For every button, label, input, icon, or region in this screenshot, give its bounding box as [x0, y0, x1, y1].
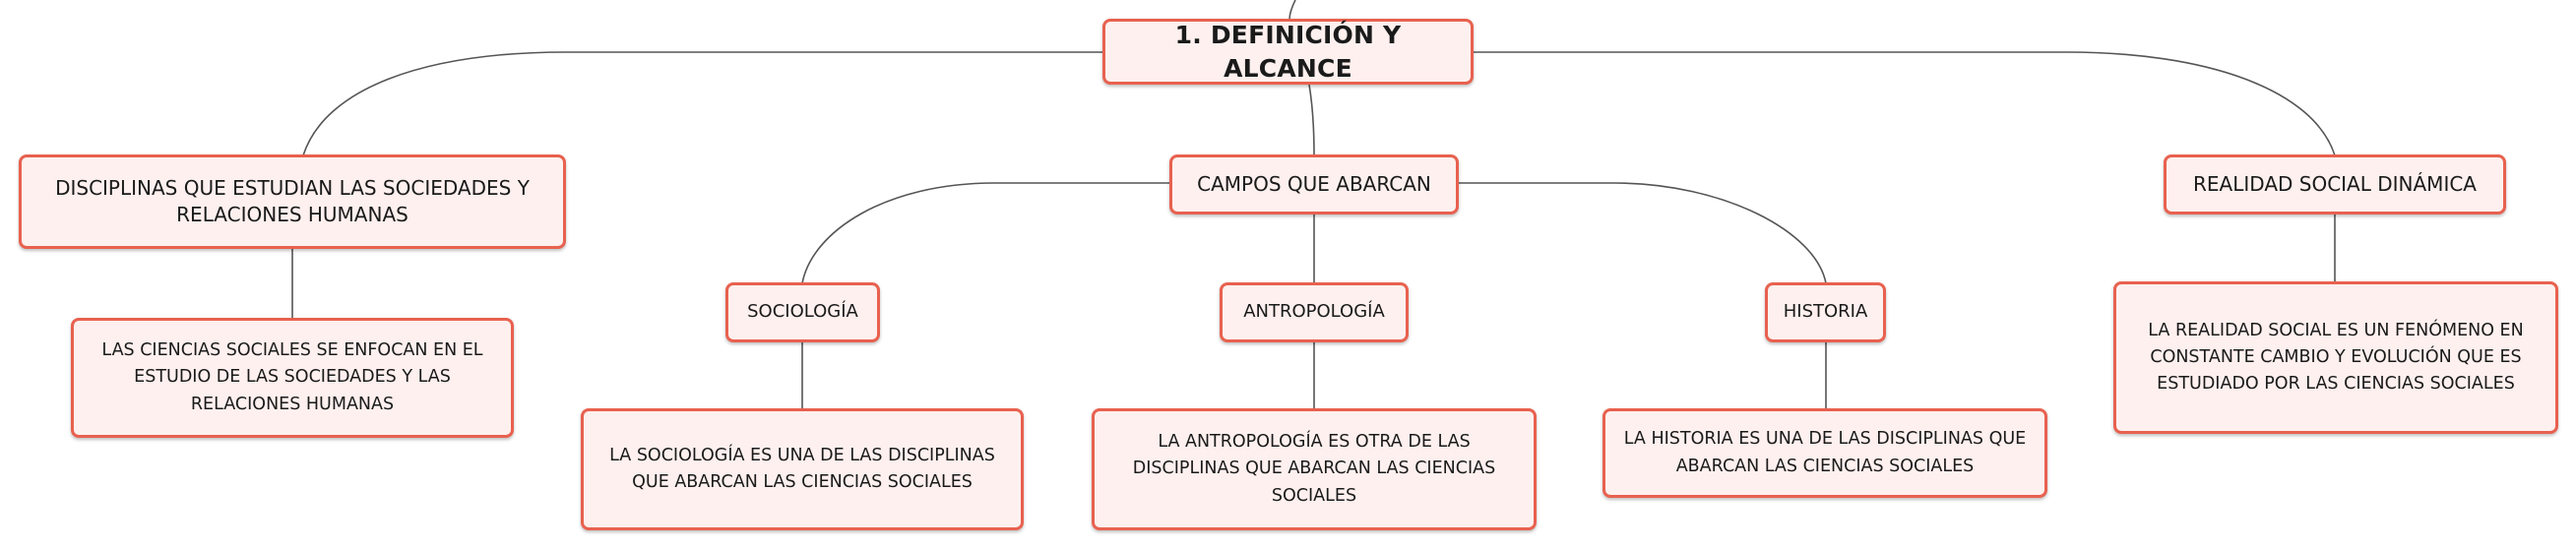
child-node-label: HISTORIA [1783, 301, 1868, 323]
branch-node-campos[interactable]: CAMPOS QUE ABARCAN [1169, 154, 1459, 214]
detail-node-realidad[interactable]: LA REALIDAD SOCIAL ES UN FENÓMENO EN CON… [2113, 281, 2558, 434]
root-node-label: 1. DEFINICIÓN Y ALCANCE [1174, 20, 1402, 83]
connector-root-to-disciplinas [302, 51, 1102, 156]
child-node-label: SOCIOLOGÍA [747, 301, 858, 323]
detail-node-text: LA ANTROPOLOGÍA ES OTRA DE LAS DISCIPLIN… [1132, 432, 1496, 506]
branch-node-label: CAMPOS QUE ABARCAN [1197, 172, 1431, 196]
child-node-antropologia[interactable]: ANTROPOLOGÍA [1220, 282, 1409, 342]
branch-node-label: DISCIPLINAS QUE ESTUDIAN LAS SOCIEDADES … [55, 176, 530, 226]
detail-node-text: LAS CIENCIAS SOCIALES SE ENFOCAN EN EL E… [101, 340, 483, 414]
detail-node-disciplinas[interactable]: LAS CIENCIAS SOCIALES SE ENFOCAN EN EL E… [71, 318, 514, 438]
connector-campos-to-sociologia [801, 182, 1169, 284]
connector-root-to-realidad [1474, 51, 2336, 156]
branch-node-realidad[interactable]: REALIDAD SOCIAL DINÁMICA [2164, 154, 2506, 214]
detail-node-text: LA SOCIOLOGÍA ES UNA DE LAS DISCIPLINAS … [609, 445, 995, 492]
child-node-historia[interactable]: HISTORIA [1765, 282, 1886, 342]
branch-node-disciplinas[interactable]: DISCIPLINAS QUE ESTUDIAN LAS SOCIEDADES … [19, 154, 566, 249]
detail-node-antropologia[interactable]: LA ANTROPOLOGÍA ES OTRA DE LAS DISCIPLIN… [1092, 408, 1537, 530]
detail-node-text: LA HISTORIA ES UNA DE LAS DISCIPLINAS QU… [1623, 429, 2027, 476]
connector-campos-to-historia [1459, 182, 1827, 284]
branch-node-label: REALIDAD SOCIAL DINÁMICA [2193, 172, 2477, 196]
detail-node-sociologia[interactable]: LA SOCIOLOGÍA ES UNA DE LAS DISCIPLINAS … [581, 408, 1024, 530]
child-node-sociologia[interactable]: SOCIOLOGÍA [725, 282, 880, 342]
child-node-label: ANTROPOLOGÍA [1243, 301, 1385, 323]
root-node[interactable]: 1. DEFINICIÓN Y ALCANCE [1102, 19, 1474, 85]
connector-root-to-campos [1308, 84, 1315, 156]
detail-node-text: LA REALIDAD SOCIAL ES UN FENÓMENO EN CON… [2148, 320, 2524, 395]
detail-node-historia[interactable]: LA HISTORIA ES UNA DE LAS DISCIPLINAS QU… [1602, 408, 2047, 498]
connector-root-parent [1288, 0, 1296, 21]
